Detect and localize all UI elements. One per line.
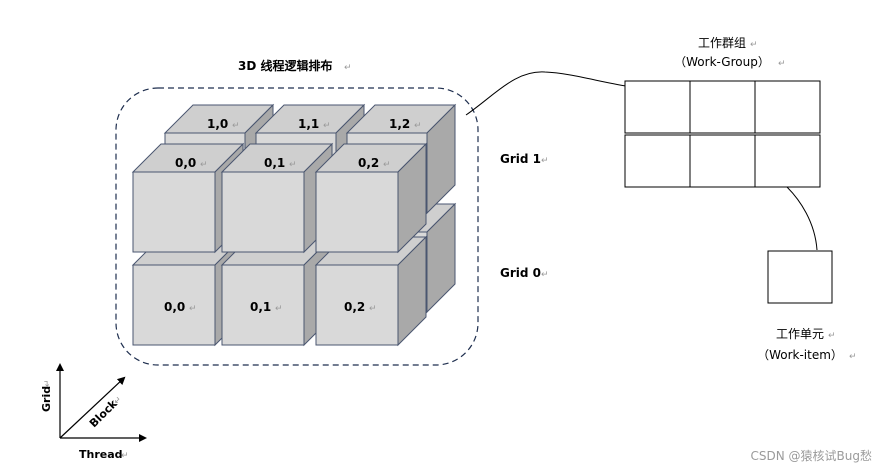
- return-mark: ↵: [289, 160, 297, 170]
- grid-1-label-group: Grid 1 ↵: [500, 152, 549, 166]
- cube-coordinate-label: 0,1: [264, 156, 285, 170]
- work-item-title-cn: 工作单元: [776, 327, 824, 341]
- return-mark: ↵: [383, 160, 391, 170]
- return-mark: ↵: [189, 304, 197, 314]
- y-axis-label: Grid: [40, 386, 53, 412]
- return-mark: ↵: [541, 156, 549, 166]
- work-group-to-work-item-connector: [786, 186, 818, 251]
- return-mark: ↵: [369, 304, 377, 314]
- return-mark: ↵: [232, 121, 240, 131]
- cube-coordinate-label: 0,1: [250, 300, 271, 314]
- return-mark: ↵: [200, 160, 208, 170]
- return-mark: ↵: [323, 121, 331, 131]
- cube-front-face: [315, 171, 399, 253]
- cube-coordinate-label: 1,1: [298, 117, 319, 131]
- cube-front-face: [132, 171, 216, 253]
- diagonal-axis-arrow: [59, 376, 126, 439]
- return-mark: ↵: [849, 352, 857, 362]
- return-mark: ↵: [414, 121, 422, 131]
- cube-top-front-1: 0,1 ↵: [220, 142, 334, 254]
- return-mark: ↵: [750, 40, 758, 50]
- axes-legend: Thread ↵ Grid ↵ Block ↵: [40, 363, 147, 461]
- cube-front-face: [315, 264, 399, 346]
- work-item-title-group: 工作单元 ↵ （Work-item） ↵: [757, 327, 856, 362]
- cube-front-face: [132, 264, 216, 346]
- grid-1-label: Grid 1: [500, 152, 541, 166]
- return-mark: ↵: [121, 451, 129, 461]
- grid-0-label-group: Grid 0 ↵: [500, 266, 549, 280]
- return-mark: ↵: [828, 331, 836, 341]
- x-axis-label: Thread: [79, 448, 123, 461]
- work-item-box: [767, 250, 833, 304]
- return-mark: ↵: [275, 304, 283, 314]
- work-group-row-1: [624, 80, 821, 134]
- cube-coordinate-label: 0,0: [164, 300, 185, 314]
- container-to-work-group-connector: [465, 71, 627, 116]
- return-mark: ↵: [541, 270, 549, 280]
- return-mark: ↵: [344, 63, 352, 73]
- cube-top-front-2: 0,2 ↵: [314, 142, 428, 254]
- work-group-title-cn: 工作群组: [698, 36, 746, 50]
- cube-coordinate-label: 0,0: [175, 156, 196, 170]
- cube-bottom-front-2: 0,2 ↵: [314, 235, 428, 347]
- cube-coordinate-label: 0,2: [358, 156, 379, 170]
- work-group-title-group: 工作群组 ↵ （Work-Group） ↵: [674, 36, 785, 69]
- return-mark: ↵: [778, 59, 786, 69]
- thread-block-dashed-container: [115, 87, 479, 366]
- work-group-row-2: [624, 134, 821, 188]
- cube-coordinate-label: 0,2: [344, 300, 365, 314]
- diagram-title: 3D 线程逻辑排布: [238, 58, 333, 73]
- cube-coordinate-label: 1,2: [389, 117, 410, 131]
- cube-coordinate-label: 1,0: [207, 117, 228, 131]
- return-mark: ↵: [43, 379, 53, 387]
- grid-0-label: Grid 0: [500, 266, 541, 280]
- work-item-title-en: （Work-item）: [757, 348, 843, 362]
- csdn-watermark: CSDN @猿核试Bug愁: [751, 448, 872, 463]
- cube-front-face: [221, 264, 305, 346]
- title-group: 3D 线程逻辑排布 ↵: [238, 58, 352, 73]
- work-group-grid: [624, 80, 821, 188]
- cube-grid: 1,2↵1,0↵1,1↵1,2↵0,0↵0,1↵0,2↵0,0↵0,1↵0,2↵: [131, 103, 457, 347]
- cube-front-face: [221, 171, 305, 253]
- work-group-title-en: （Work-Group）: [674, 55, 770, 69]
